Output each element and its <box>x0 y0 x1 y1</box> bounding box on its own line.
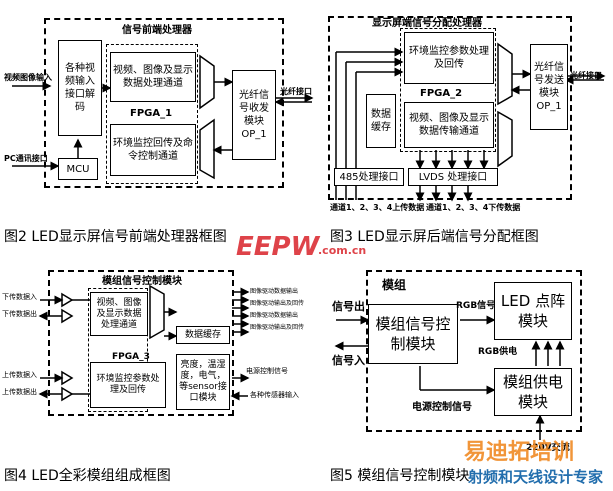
fig5-label-sig-in: 信号入 <box>332 354 365 367</box>
fig2-fpga-label: FPGA_1 <box>130 108 173 119</box>
fig5-label-ac: 220V交流 <box>526 443 570 453</box>
fig4-fpga-frame <box>88 288 148 412</box>
fig4-label-power-ctrl: 电源控制信号 <box>246 367 288 375</box>
fig5-power-box: 模组供电模块 <box>494 368 572 416</box>
fig2-fpga-frame <box>106 44 198 184</box>
watermark-right-top: 易迪拓培训 <box>464 440 575 465</box>
fig4-label-up-in: 上传数据入 <box>2 371 37 379</box>
fig3-fpga-frame <box>400 28 496 152</box>
fig3-label-fiber: 光纤接口 <box>570 71 602 80</box>
fig2-label-pc: PC通讯接口 <box>4 154 48 163</box>
fig5-caption: 图5 模组信号控制模块 <box>330 468 470 484</box>
fig5-label-rgb-power: RGB供电 <box>478 347 518 357</box>
fig2-mcu-box: MCU <box>58 158 98 180</box>
fig4-out-label-3: 图像驱动数据输出 <box>250 312 299 319</box>
fig2-frame <box>44 18 284 188</box>
fig4-out-label-2: 图像驱动输出及回传 <box>250 300 305 307</box>
fig2-env-box: 环境监控回传及命令控制通道 <box>110 124 196 176</box>
fig3-label-up: 通道1、2、3、4上传数据 <box>330 203 425 212</box>
fig2-optical-box: 光纤信号收发模块OP_1 <box>232 70 276 160</box>
fig4-label-down-in: 下传数据入 <box>2 293 37 301</box>
fig5-ctrl-box: 模组信号控制模块 <box>368 304 458 364</box>
fig5-title: 模组 <box>382 278 407 292</box>
fig3-caption: 图3 LED显示屏后端信号分配框图 <box>330 229 539 245</box>
fig2-label-fiber: 光纤接口 <box>280 87 312 96</box>
fig4-out-label-4: 图像驱动输出及回传 <box>250 324 305 331</box>
fig4-sensor-box: 亮度，温湿度，电气，等sensor接口模块 <box>176 354 230 410</box>
fig2-label-video-in: 视频图像输入 <box>4 73 52 82</box>
eepw-watermark-sub: .com.cn <box>318 244 367 257</box>
fig2-caption: 图2 LED显示屏信号前端处理器框图 <box>4 229 227 245</box>
fig4-out-label-1: 图像驱动数据输出 <box>250 288 299 295</box>
fig5-label-rgb-sig: RGB信号 <box>456 301 496 311</box>
fig4-title: 模组信号控制模块 <box>102 276 182 287</box>
fig4-label-up-out: 上传数据出 <box>2 388 37 396</box>
fig3-fpga-label: FPGA_2 <box>420 88 463 99</box>
fig3-env-box: 环境监控参数处理及回传 <box>404 32 494 84</box>
fig4-fpga-label: FPGA_3 <box>112 352 150 362</box>
fig3-cache-box: 数据缓存 <box>366 94 396 148</box>
fig4-label-down-out: 下传数据出 <box>2 310 37 318</box>
fig4-caption: 图4 LED全彩模组组成框图 <box>4 468 171 484</box>
fig2-interfaces-box: 各种视频输入接口解码 <box>58 40 102 136</box>
fig4-env-box: 环境监控参数处理及回传 <box>90 362 166 408</box>
fig4-frame <box>48 270 234 416</box>
fig3-title: 显示屏端信号分配处理器 <box>372 18 482 29</box>
fig4-video-box: 视频、图像及显示数据处理通道 <box>90 292 148 336</box>
fig5-label-power-ctrl: 电源控制信号 <box>412 402 472 413</box>
fig4-label-sensor-in: 各种传感器输入 <box>250 391 299 399</box>
fig3-lvds-box: LVDS 处理接口 <box>408 168 498 186</box>
fig3-video-box: 视频、图像及显示数据传输通道 <box>404 102 494 148</box>
fig2-video-box: 视频、图像及显示数据处理通道 <box>110 52 196 102</box>
fig2-title: 信号前端处理器 <box>122 25 192 36</box>
fig3-frame <box>328 16 572 200</box>
fig5-frame <box>366 270 582 432</box>
fig4-cache-box: 数据缓存 <box>176 326 230 344</box>
watermark-right-bottom: 射频和天线设计专家 <box>468 468 604 486</box>
fig5-led-box: LED 点阵模块 <box>494 282 572 340</box>
eepw-watermark-logo: EEPW <box>236 232 320 262</box>
fig3-optical-box: 光纤信号发送模块OP_1 <box>530 44 568 130</box>
fig3-485-box: 485处理接口 <box>334 168 404 186</box>
fig5-label-sig-out: 信号出 <box>332 300 365 313</box>
fig3-label-down: 通道1、2、3、4下传数据 <box>426 203 521 212</box>
